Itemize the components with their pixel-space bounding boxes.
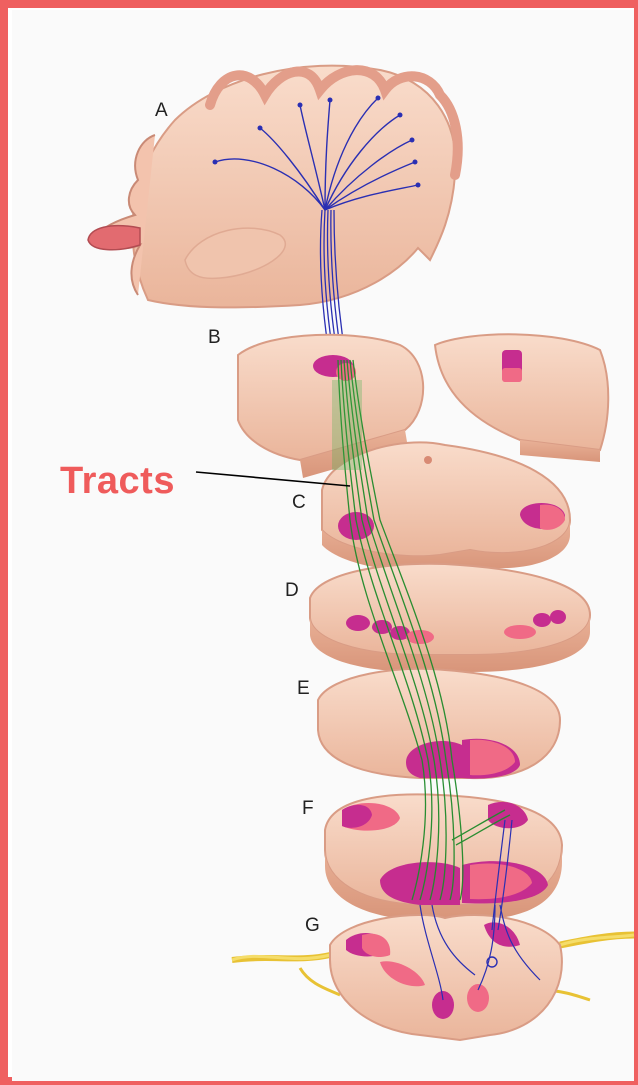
- section-f-cervical-cord: [325, 794, 562, 920]
- section-label-b: B: [208, 327, 221, 349]
- tract-highlight: [332, 380, 362, 470]
- section-label-c: C: [292, 492, 306, 514]
- section-label-g: G: [305, 915, 320, 937]
- section-label-f: F: [302, 798, 314, 820]
- section-label-d: D: [285, 580, 299, 602]
- section-a-brain: [88, 66, 458, 360]
- section-d-medulla-upper: [310, 564, 590, 672]
- section-label-e: E: [297, 678, 310, 700]
- section-label-a: A: [155, 100, 168, 122]
- section-g-spinal-segment: [232, 915, 634, 1040]
- section-e-medulla-lower: [318, 669, 560, 779]
- tracts-annotation: Tracts: [60, 460, 175, 503]
